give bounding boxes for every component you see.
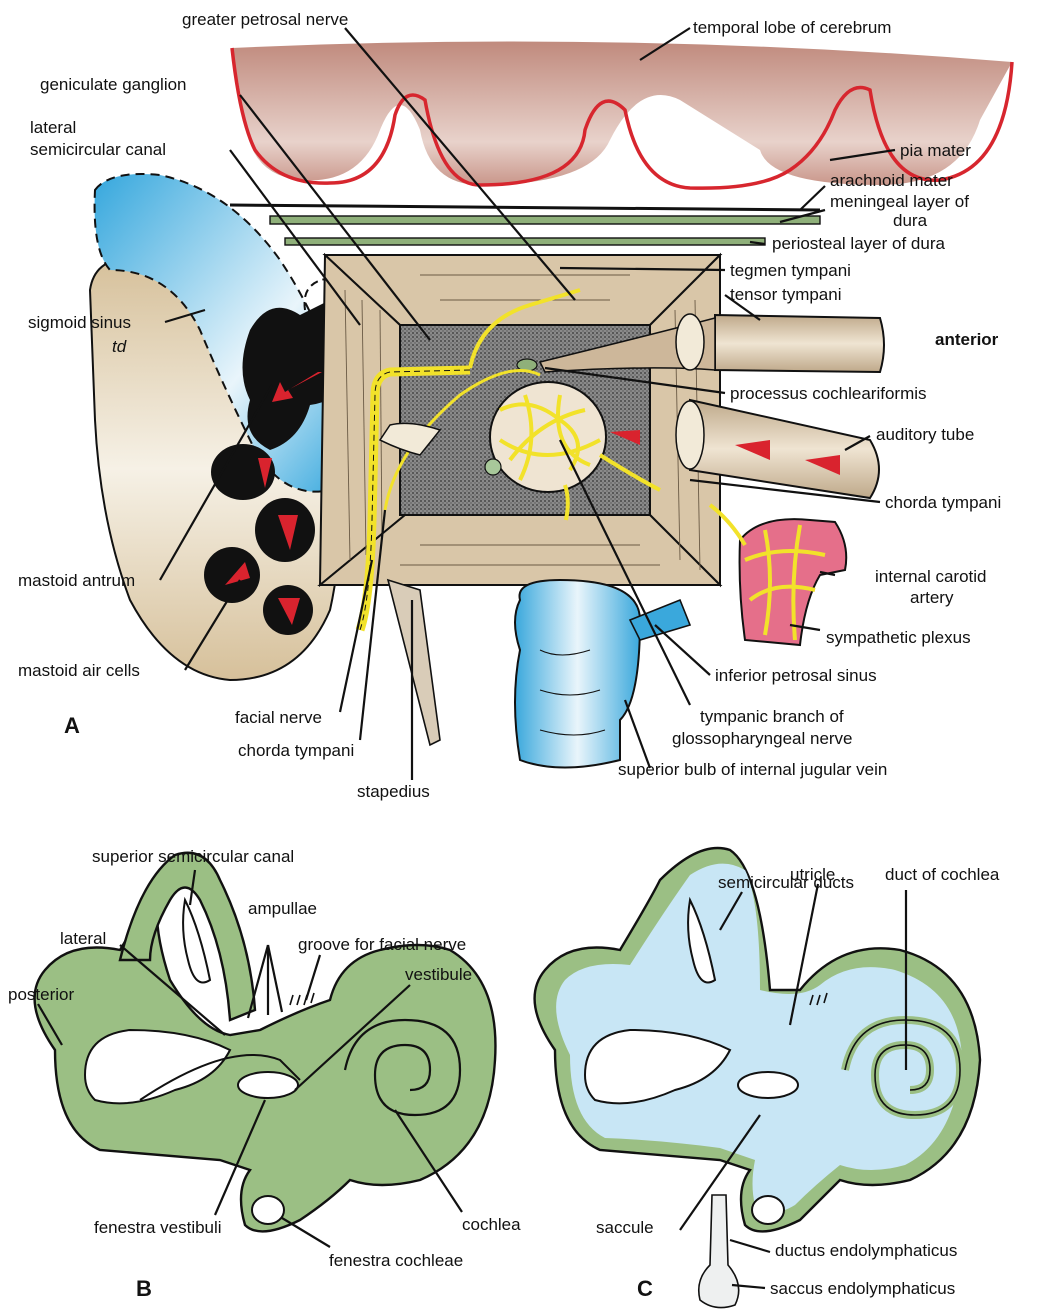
label-chorda-tympani-bottom: chorda tympani (238, 741, 354, 760)
label-mastoid-air-cells: mastoid air cells (18, 661, 140, 680)
label-tensor-tympani: tensor tympani (730, 285, 842, 304)
label-internal-carotid-line1: internal carotid (875, 567, 987, 586)
label-chorda-tympani-right: chorda tympani (885, 493, 1001, 512)
label-periosteal-dura: periosteal layer of dura (772, 234, 945, 253)
label-vestibule: vestibule (405, 965, 472, 984)
promontory (490, 382, 606, 492)
label-ductus-endolymphaticus: ductus endolymphaticus (775, 1241, 957, 1260)
artist-initials: td (112, 337, 127, 356)
facial-groove-marks (290, 993, 314, 1005)
panel-letter-c: C (637, 1276, 653, 1301)
label-sigmoid-sinus: sigmoid sinus (28, 313, 131, 332)
label-lateral: lateral (60, 929, 106, 948)
label-temporal-lobe: temporal lobe of cerebrum (693, 18, 891, 37)
label-sympathetic-plexus: sympathetic plexus (826, 628, 971, 647)
label-processus-cochleariformis: processus cochleariformis (730, 384, 927, 403)
fenestra-cochleae-shape (252, 1196, 284, 1224)
endolymphatic-duct (699, 1195, 739, 1308)
label-superior-bulb: superior bulb of internal jugular vein (618, 760, 887, 779)
oval-window (485, 459, 501, 475)
label-pia-mater: pia mater (900, 141, 971, 160)
label-greater-petrosal-nerve: greater petrosal nerve (182, 10, 348, 29)
round-window-c (752, 1196, 784, 1224)
label-meningeal-dura-line1: meningeal layer of (830, 192, 969, 211)
label-fenestra-cochleae: fenestra cochleae (329, 1251, 463, 1270)
stapedius-muscle (388, 580, 440, 745)
panel-letter-a: A (64, 713, 80, 738)
jugular-bulb (515, 580, 640, 768)
panel-letter-b: B (136, 1276, 152, 1301)
label-mastoid-antrum: mastoid antrum (18, 571, 135, 590)
label-utricle: utricle (790, 865, 835, 884)
label-tegmen-tympani: tegmen tympani (730, 261, 851, 280)
label-inferior-petrosal-sinus: inferior petrosal sinus (715, 666, 877, 685)
label-duct-of-cochlea: duct of cochlea (885, 865, 1000, 884)
tensor-tympani-tube (715, 315, 884, 372)
label-anterior: anterior (935, 330, 999, 349)
label-arachnoid-mater: arachnoid mater (830, 171, 953, 190)
label-auditory-tube: auditory tube (876, 425, 974, 444)
panel-a: td (18, 10, 1012, 801)
label-stapedius: stapedius (357, 782, 430, 801)
label-tympanic-branch-line1: tympanic branch of (700, 707, 844, 726)
label-lateral-canal-line1: lateral (30, 118, 76, 137)
panel-b: superior semicircular canal ampullae lat… (8, 847, 521, 1301)
inferior-petrosal-shape (630, 600, 690, 640)
label-saccule: saccule (596, 1218, 654, 1237)
temporal-lobe-shape (232, 42, 1012, 185)
label-saccus-endolymphaticus: saccus endolymphaticus (770, 1279, 955, 1298)
label-ampullae: ampullae (248, 899, 317, 918)
label-cochlea: cochlea (462, 1215, 521, 1234)
tensor-opening (676, 314, 704, 370)
utricle-window (738, 1072, 798, 1098)
label-posterior: posterior (8, 985, 74, 1004)
label-fenestra-vestibuli: fenestra vestibuli (94, 1218, 222, 1237)
label-groove-facial: groove for facial nerve (298, 935, 466, 954)
tube-opening (676, 401, 704, 469)
fenestra-vestibuli-shape (238, 1072, 298, 1098)
label-meningeal-dura-line2: dura (893, 211, 928, 230)
label-tympanic-branch-line2: glossopharyngeal nerve (672, 729, 853, 748)
label-lateral-canal-line2: semicircular canal (30, 140, 166, 159)
label-superior-canal: superior semicircular canal (92, 847, 294, 866)
arachnoid-line (230, 205, 820, 210)
meningeal-dura-strip (270, 216, 820, 224)
label-internal-carotid-line2: artery (910, 588, 954, 607)
label-geniculate-ganglion: geniculate ganglion (40, 75, 187, 94)
panel-c: semicircular ducts utricle duct of cochl… (535, 848, 1000, 1308)
label-facial-nerve: facial nerve (235, 708, 322, 727)
